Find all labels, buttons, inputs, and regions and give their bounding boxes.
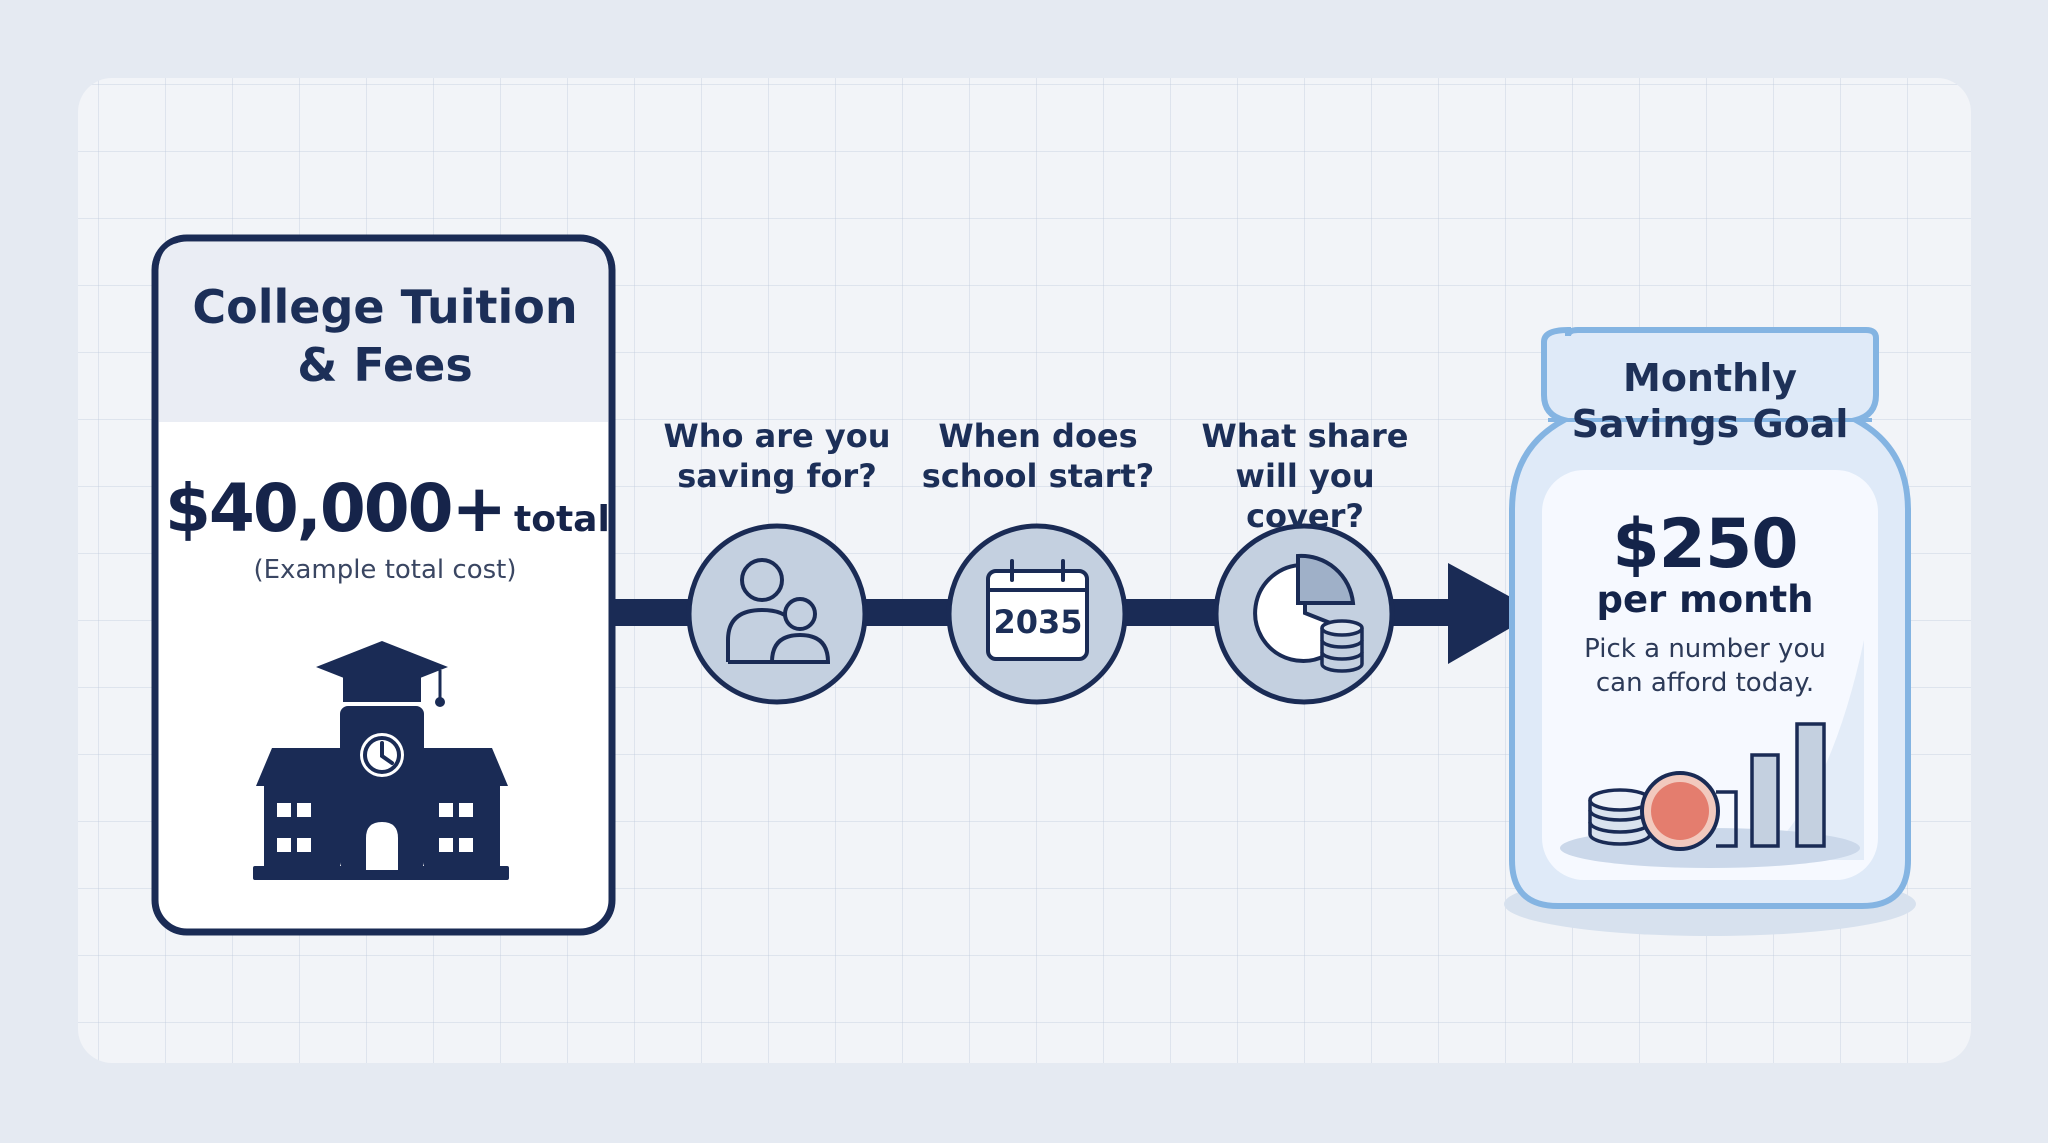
step-question-who: Who are you saving for? bbox=[663, 417, 891, 495]
goal-note: Pick a number you can afford today. bbox=[1584, 634, 1826, 698]
step-question-when: When does school start? bbox=[921, 417, 1155, 495]
step-circle-who bbox=[686, 523, 868, 705]
goal-unit: per month bbox=[1596, 578, 1814, 621]
calendar-icon bbox=[986, 559, 1089, 661]
coins-and-bars-icon bbox=[1588, 722, 1826, 851]
goal-jar-title: Monthly Savings Goal bbox=[1571, 356, 1849, 446]
cost-note: (Example total cost) bbox=[253, 555, 517, 585]
cost-amount-line: $40,000+ total bbox=[165, 470, 610, 547]
step-question-share: What share will you cover? bbox=[1201, 417, 1409, 535]
cost-card-title: College Tuition & Fees bbox=[192, 280, 578, 392]
people-icon bbox=[726, 558, 831, 664]
cost-amount: $40,000+ bbox=[165, 470, 507, 547]
pie-chart-coins-icon bbox=[1253, 553, 1364, 673]
school-building-icon bbox=[253, 641, 509, 880]
calendar-year-label: 2035 bbox=[993, 603, 1083, 641]
cost-amount-suffix: total bbox=[514, 499, 610, 540]
flow-arrowhead bbox=[1448, 563, 1538, 664]
goal-amount: $250 bbox=[1612, 505, 1798, 584]
